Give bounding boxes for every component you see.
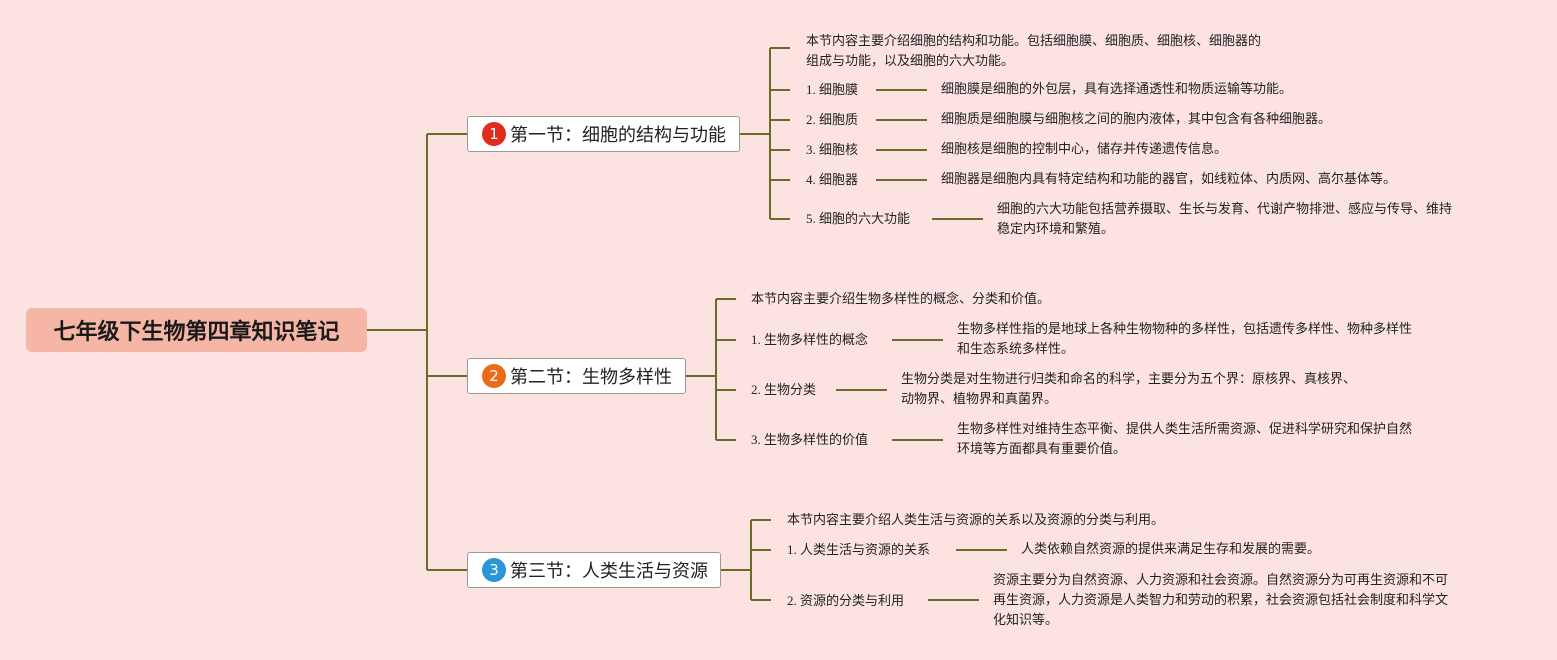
number-3-icon: 3 <box>482 558 506 582</box>
section-1-item-5[interactable]: 5. 细胞的六大功能 <box>806 211 911 226</box>
section-3-item-2-desc: 资源主要分为自然资源、人力资源和社会资源。自然资源分为可再生资源和不可 再生资源… <box>993 571 1448 631</box>
intro-line: 本节内容主要介绍细胞的结构和功能。包括细胞膜、细胞质、细胞核、细胞器的 <box>806 34 1262 49</box>
desc-line: 生物多样性对维持生态平衡、提供人类生活所需资源、促进科学研究和保护自然 <box>957 422 1413 437</box>
section-1-item-4[interactable]: 4. 细胞器 <box>806 172 859 187</box>
section-1-intro: 本节内容主要介绍细胞的结构和功能。包括细胞膜、细胞质、细胞核、细胞器的 组成与功… <box>806 32 1261 72</box>
desc-line: 生物多样性指的是地球上各种生物物种的多样性，包括遗传多样性、物种多样性 <box>957 322 1413 337</box>
section-1-item-1[interactable]: 1. 细胞膜 <box>806 82 859 97</box>
desc-line: 资源主要分为自然资源、人力资源和社会资源。自然资源分为可再生资源和不可 <box>993 573 1449 588</box>
desc-line: 和生态系统多样性。 <box>957 342 1075 357</box>
section-2-title: 第二节：生物多样性 <box>510 367 672 388</box>
desc-line: 稳定内环境和繁殖。 <box>997 222 1115 237</box>
section-3-intro: 本节内容主要介绍人类生活与资源的关系以及资源的分类与利用。 <box>787 513 1165 528</box>
desc-line: 环境等方面都具有重要价值。 <box>957 442 1127 457</box>
section-3-title: 第三节：人类生活与资源 <box>510 561 708 582</box>
section-2-item-3-desc: 生物多样性对维持生态平衡、提供人类生活所需资源、促进科学研究和保护自然 环境等方… <box>957 420 1412 460</box>
section-1-item-2[interactable]: 2. 细胞质 <box>806 112 859 127</box>
root-topic[interactable]: 七年级下生物第四章知识笔记 <box>26 308 367 352</box>
section-3-item-1-desc: 人类依赖自然资源的提供来满足生存和发展的需要。 <box>1021 542 1321 557</box>
desc-line: 细胞的六大功能包括营养摄取、生长与发育、代谢产物排泄、感应与传导、维持 <box>997 202 1453 217</box>
section-2-item-1-desc: 生物多样性指的是地球上各种生物物种的多样性，包括遗传多样性、物种多样性 和生态系… <box>957 320 1412 360</box>
section-3-item-1[interactable]: 1. 人类生活与资源的关系 <box>787 542 931 557</box>
section-1-item-1-desc: 细胞膜是细胞的外包层，具有选择通透性和物质运输等功能。 <box>941 82 1293 97</box>
desc-line: 生物分类是对生物进行归类和命名的科学，主要分为五个界：原核界、真核界、 <box>901 372 1357 387</box>
section-1-item-3[interactable]: 3. 细胞核 <box>806 142 859 157</box>
desc-line: 再生资源，人力资源是人类智力和劳动的积累，社会资源包括社会制度和科学文 <box>993 593 1449 608</box>
section-1-title: 第一节：细胞的结构与功能 <box>510 125 726 146</box>
root-title: 七年级下生物第四章知识笔记 <box>53 320 340 345</box>
number-2-icon: 2 <box>482 364 506 388</box>
desc-line: 化知识等。 <box>993 613 1059 628</box>
section-1-item-2-desc: 细胞质是细胞膜与细胞核之间的胞内液体，其中包含有各种细胞器。 <box>941 112 1332 127</box>
section-1-node[interactable]: 1 第一节：细胞的结构与功能 <box>467 116 740 152</box>
section-2-item-1[interactable]: 1. 生物多样性的概念 <box>751 332 869 347</box>
section-1-item-5-desc: 细胞的六大功能包括营养摄取、生长与发育、代谢产物排泄、感应与传导、维持 稳定内环… <box>997 200 1452 240</box>
section-3-node[interactable]: 3 第三节：人类生活与资源 <box>467 552 721 588</box>
section-1-item-4-desc: 细胞器是细胞内具有特定结构和功能的器官，如线粒体、内质网、高尔基体等。 <box>941 172 1397 187</box>
intro-line: 组成与功能，以及细胞的六大功能。 <box>806 54 1015 69</box>
number-1-icon: 1 <box>482 122 506 146</box>
section-2-intro: 本节内容主要介绍生物多样性的概念、分类和价值。 <box>751 292 1051 307</box>
section-1-item-3-desc: 细胞核是细胞的控制中心，储存并传递遗传信息。 <box>941 142 1228 157</box>
desc-line: 动物界、植物界和真菌界。 <box>901 392 1058 407</box>
section-3-item-2[interactable]: 2. 资源的分类与利用 <box>787 593 905 608</box>
section-2-node[interactable]: 2 第二节：生物多样性 <box>467 358 686 394</box>
section-2-item-2[interactable]: 2. 生物分类 <box>751 382 817 397</box>
section-2-item-2-desc: 生物分类是对生物进行归类和命名的科学，主要分为五个界：原核界、真核界、 动物界、… <box>901 370 1356 410</box>
section-2-item-3[interactable]: 3. 生物多样性的价值 <box>751 432 869 447</box>
